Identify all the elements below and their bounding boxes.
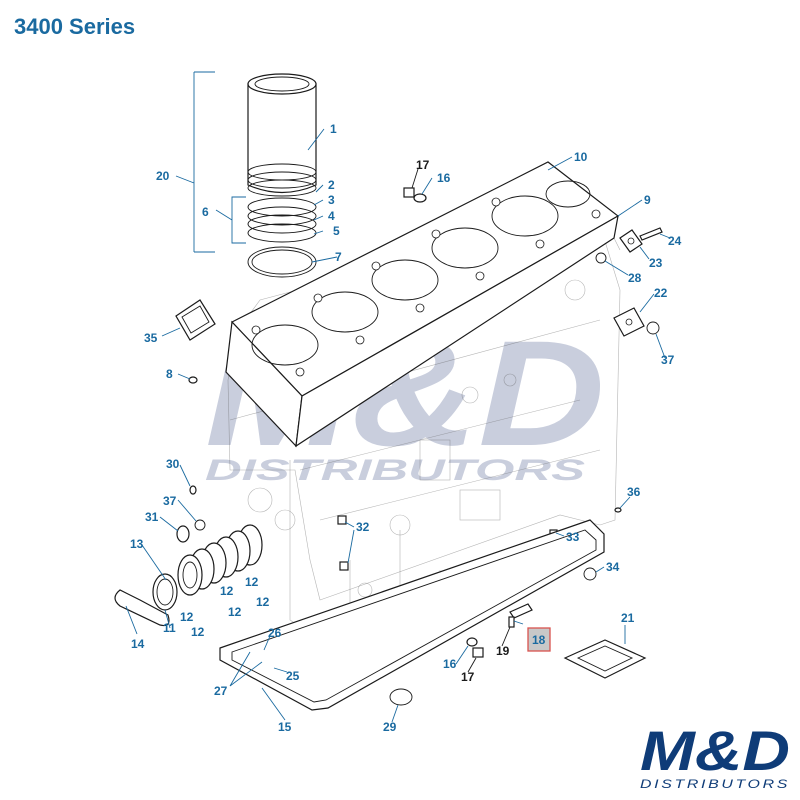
crankshaft-seal-stack — [114, 524, 263, 627]
head-gasket — [225, 161, 620, 448]
callout-34: 34 — [606, 560, 620, 574]
callout-27: 27 — [214, 684, 228, 698]
callout-23: 23 — [649, 256, 663, 270]
highlighted-part-box — [527, 627, 551, 652]
page-title: 3400 Series — [14, 14, 136, 39]
callout-18: 18 — [532, 633, 546, 647]
callout-28: 28 — [628, 271, 642, 285]
callout-36: 36 — [627, 485, 641, 499]
callout-12: 12 — [245, 575, 259, 589]
callout-35: 35 — [144, 331, 158, 345]
callout-30: 30 — [166, 457, 180, 471]
logo-mark: M&D — [640, 719, 790, 782]
leader-lines — [125, 71, 671, 723]
callout-17: 17 — [461, 670, 475, 684]
callout-14: 14 — [131, 637, 145, 651]
callout-19: 19 — [496, 644, 510, 658]
callout-33: 33 — [566, 530, 580, 544]
callout-4: 4 — [328, 209, 335, 223]
callout-20: 20 — [156, 169, 170, 183]
callout-9: 9 — [644, 193, 651, 207]
callout-24: 24 — [668, 234, 682, 248]
callout-26: 26 — [268, 626, 282, 640]
callout-12: 12 — [220, 584, 234, 598]
callout-2: 2 — [328, 178, 335, 192]
callout-16: 16 — [443, 657, 457, 671]
logo-text: DISTRIBUTORS — [640, 777, 790, 791]
callout-22: 22 — [654, 286, 668, 300]
callout-6: 6 — [202, 205, 209, 219]
callout-3: 3 — [328, 193, 335, 207]
callout-10: 10 — [574, 150, 588, 164]
watermark-text: DISTRIBUTORS — [205, 454, 585, 487]
callout-7: 7 — [335, 250, 342, 264]
callout-31: 31 — [145, 510, 159, 524]
callout-12: 12 — [180, 610, 194, 624]
callout-15: 15 — [278, 720, 292, 734]
callout-5: 5 — [333, 224, 340, 238]
callout-37: 37 — [661, 353, 675, 367]
callout-12: 12 — [191, 625, 205, 639]
callout-13: 13 — [130, 537, 144, 551]
callout-17: 17 — [416, 158, 430, 172]
callout-37: 37 — [163, 494, 177, 508]
callout-1: 1 — [330, 122, 337, 136]
callout-12: 12 — [228, 605, 242, 619]
callout-11: 11 — [163, 621, 176, 635]
oil-pan-gasket — [219, 519, 605, 711]
small-parts — [175, 187, 663, 706]
cylinder-liner — [247, 73, 317, 197]
callout-labels: 1 2 3 4 5 6 7 8 9 10 11 12 12 12 12 12 1… — [130, 122, 682, 734]
callout-32: 32 — [356, 520, 370, 534]
callout-12: 12 — [256, 595, 270, 609]
callout-29: 29 — [383, 720, 397, 734]
liner-seal-rings — [247, 197, 317, 278]
brand-logo: M&D DISTRIBUTORS — [640, 719, 790, 791]
callout-25: 25 — [286, 669, 300, 683]
callout-21: 21 — [621, 611, 635, 625]
callout-8: 8 — [166, 367, 173, 381]
callout-16: 16 — [437, 171, 451, 185]
